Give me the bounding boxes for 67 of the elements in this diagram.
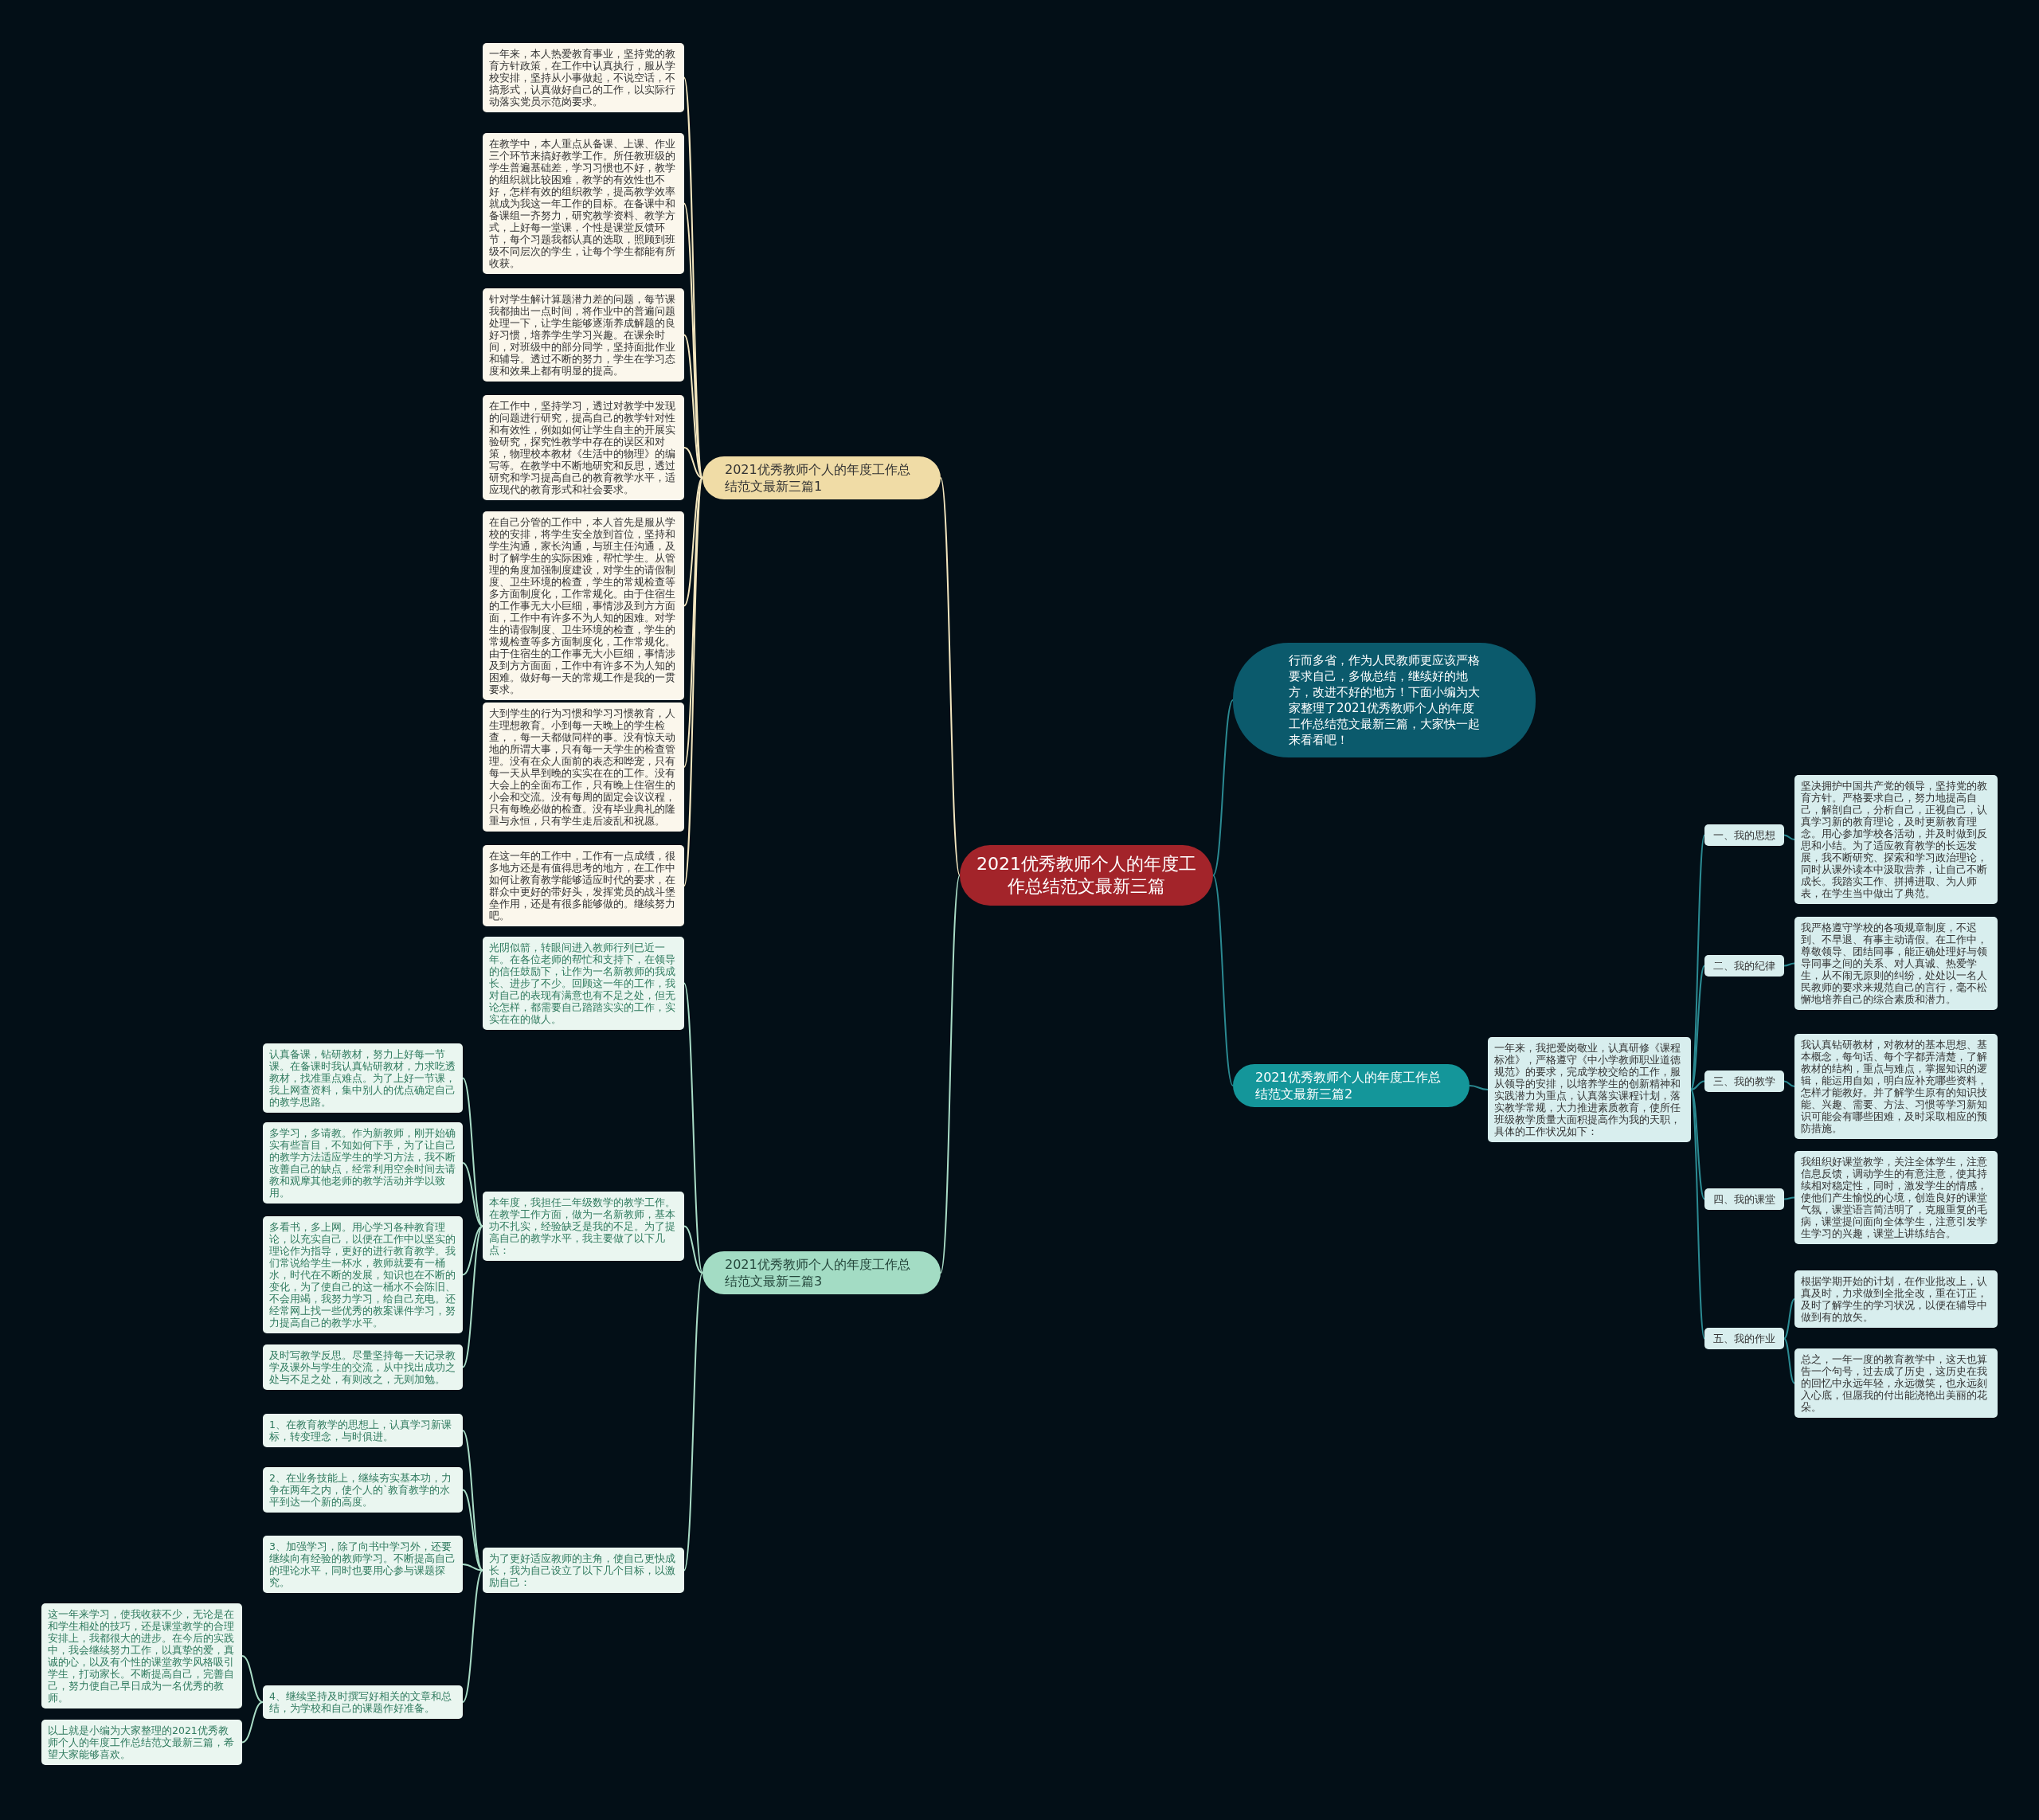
connector-line	[1212, 875, 1234, 1086]
note-card: 一年来，我把爱岗敬业，认真研修《课程标准》，严格遵守《中小学教师职业道德规范》的要求，完成学校交给的工作，服从领导的安排，以培养学生的创新精神和实践潜力为重点，认真落实课程计划，落实教学常规，大力推进素质教育，使所任班级教学质量大面积提高作为我的天职，具体的工作状况如下：	[1488, 1037, 1691, 1142]
connector-line	[1783, 1298, 1795, 1340]
branch-topic: 2021优秀教师个人的年度工作总结范文最新三篇1	[702, 456, 941, 499]
connector-line	[683, 334, 703, 479]
connector-line	[683, 447, 703, 479]
note-card: 多学习，多请教。作为新教师，刚开始确实有些盲目，不知如何下手，为了让自己的教学方法适应学生的学习方法，我不断改善自己的缺点，经常利用空余时间去请教和观摩其他老师的教学活动并学以致用。	[263, 1122, 463, 1204]
note-card: 以上就是小编为大家整理的2021优秀教师个人的年度工作总结范文最新三篇，希望大家能够喜欢。	[41, 1720, 242, 1765]
connector-line	[462, 1430, 483, 1571]
connector-line	[241, 1655, 264, 1703]
connector-line	[1783, 962, 1795, 967]
connector-line	[462, 1225, 483, 1276]
note-card: 4、继续坚持及时撰写好相关的文章和总结，为学校和自己的课题作好准备。	[263, 1685, 463, 1719]
connector-line	[1783, 1080, 1795, 1087]
note-card: 这一年来学习，使我收获不少，无论是在和学生相处的技巧，还是课堂教学的合理安排上，我都很大的进步。在今后的实践中，我会继续努力工作，以真挚的爱，真诚的心，以及有个性的课堂教学风格吸引学生，打动家长。不断提高自己，完善自己，努力使自己早日成为一名优秀的教师。	[41, 1603, 242, 1708]
connector-line	[1212, 699, 1234, 876]
connector-line	[1783, 834, 1795, 840]
heading-tag: 二、我的纪律	[1704, 955, 1784, 977]
connector-line	[683, 477, 703, 607]
connector-line	[1469, 1085, 1489, 1090]
note-card: 在自己分管的工作中，本人首先是服从学校的安排，将学生安全放到首位，坚持和学生沟通，家长沟通，与班主任沟通，及时了解学生的实际困难，帮忙学生。从管理的角度加强制度建设，对学生的请假制度、卫生环境的检查，学生的常规检查等多方面制度化，工作常规化。由于住宿生的工作事无大小巨细，事情涉及到方方面面，工作中有许多不为人知的困难。对学生的请假制度、卫生环境的检查，学生的常规检查等多方面制度化，工作常规化。由于住宿生的工作事无大小巨细，事情涉及到方方面面，工作中有许多不为人知的困难。做好每一天的常规工作是我的一贯要求。	[483, 511, 684, 700]
note-card: 光阴似箭，转眼间进入教师行列已近一年。在各位老师的帮忙和支持下，在领导的信任鼓励下，让作为一名新教师的我成长、进步了不少。回顾这一年的工作，我对自己的表现有满意也有不足之处，但无论怎样，都需要自己踏踏实实的工作，实实在在的做人。	[483, 937, 684, 1030]
connector-line	[462, 1225, 483, 1368]
connector-line	[683, 1225, 703, 1274]
note-card: 2、在业务技能上，继续夯实基本功，力争在两年之内，使个人的`教育教学的水平到达一个新的高度。	[263, 1467, 463, 1513]
note-card: 我严格遵守学校的各项规章制度，不迟到、不早退、有事主动请假。在工作中，尊敬领导、团结同事，能正确处理好与领导同事之间的关系、对人真诚、热爱学生，从不闹无原则的纠纷，处处以一名人民教师的要求来规范自己的言行，毫不松懈地培养自己的综合素质和潜力。	[1794, 917, 1998, 1010]
note-card: 在教学中，本人重点从备课、上课、作业三个环节来搞好教学工作。所任教班级的学生普遍基础差，学习习惯也不好，教学的组织就比较困难，教学的有效性也不好，怎样有效的组织教学，提高教学效率就成为我这一年工作的目标。在备课中和备课组一齐努力，研究教学资料、教学方式，上好每一堂课，个性是课堂反馈环节，每个习题我都认真的选取，照顾到班级不同层次的学生，让每个学生都能有所收获。	[483, 133, 684, 274]
connector-line	[1783, 1337, 1795, 1384]
note-card: 根据学期开始的计划，在作业批改上，认真及时，力求做到全批全改，重在订正，及时了解学生的学习状况，以便在辅导中做到有的放矢。	[1794, 1270, 1998, 1328]
connector-line	[1783, 1196, 1795, 1200]
note-card: 我认真钻研教材，对教材的基本思想、基本概念，每句话、每个字都弄清楚，了解教材的结构，重点与难点，掌握知识的逻辑，能运用自如，明白应补充哪些资料，怎样才能教好。并了解学生原有的知识技能、兴趣、需要、方法、习惯等学习新知识可能会有哪些困难，及时采取相应的预防措施。	[1794, 1034, 1998, 1139]
heading-tag: 三、我的教学	[1704, 1070, 1784, 1092]
connector-line	[462, 1077, 483, 1227]
note-card: 一年来，本人热爱教育事业，坚持党的教育方针政策，在工作中认真执行，服从学校安排，坚持从小事做起，不说空话，不搞形式，认真做好自己的工作，以实际行动落实党员示范岗要求。	[483, 43, 684, 112]
connector-line	[1690, 965, 1705, 1090]
connector-line	[940, 875, 961, 1274]
heading-tag: 五、我的作业	[1704, 1328, 1784, 1349]
heading-tag: 四、我的课堂	[1704, 1188, 1784, 1210]
note-card: 1、在教育教学的思想上，认真学习新课标，转变理念，与时俱进。	[263, 1414, 463, 1447]
branch-topic: 2021优秀教师个人的年度工作总结范文最新三篇3	[702, 1251, 941, 1294]
connector-line	[462, 1489, 483, 1571]
note-card: 我组织好课堂教学，关注全体学生，注意信息反馈，调动学生的有意注意，使其持续相对稳定性，同时，激发学生的情感，使他们产生愉悦的心境，创造良好的课堂气氛，课堂语言简洁明了，克服重复的毛病，课堂提问面向全体学生，注意引发学生学习的兴趣，课堂上讲练结合。	[1794, 1151, 1998, 1244]
note-card: 大到学生的行为习惯和学习习惯教育，人生理想教育。小到每一天晚上的学生检查，，每一天都做同样的事。没有惊天动地的所谓大事，只有每一天学生的检查管理。没有在众人面前的表态和哗宠，只有每一天从早到晚的实实在在的工作。没有大会上的全面布工作，只有晚上住宿生的小会和交流。没有每周的固定会议议程，只有每晚必做的检查。没有毕业典礼的隆重与永恒，只有学生走后凌乱和祝愿。	[483, 703, 684, 832]
connector-line	[1690, 1089, 1705, 1200]
note-card: 在工作中，坚持学习，透过对教学中发现的问题进行研究，提高自己的教学针对性和有效性，例如如何让学生自主的开展实验研究，探究性教学中存在的误区和对策，物理校本教材《生活中的物理》的编写等。在教学中不断地研究和反思，透过研究和学习提高自己的教育教学水平，适应现代的教育形式和社会要求。	[483, 395, 684, 500]
central-topic: 2021优秀教师个人的年度工作总结范文最新三篇	[960, 845, 1213, 906]
connector-line	[462, 1569, 483, 1703]
branch-topic: 2021优秀教师个人的年度工作总结范文最新三篇2	[1233, 1064, 1470, 1107]
connector-line	[241, 1701, 264, 1744]
note-card: 为了更好适应教师的主角，使自己更快成长，我为自己设立了以下几个目标，以激励自己：	[483, 1548, 684, 1593]
connector-line	[683, 1272, 703, 1571]
note-card: 3、加强学习，除了向书中学习外，还要继续向有经验的教师学习。不断提高自己的理论水平，同时也要用心参与课题探究。	[263, 1536, 463, 1593]
note-card: 总之，一年一度的教育教学中，这天也算告一个句号，过去成了历史，这历史在我的回忆中永远年轻，永远微笑，也永远刻入心底，但愿我的付出能浇艳出美丽的花朵。	[1794, 1348, 1998, 1418]
note-card: 针对学生解计算题潜力差的问题，每节课我都抽出一点时间，将作业中的普遍问题处理一下，让学生能够逐渐养成解题的良好习惯，培养学生学习兴趣。在课余时间，对班级中的部分同学，坚持面批作业和辅导。透过不断的努力，学生在学习态度和效果上都有明显的提高。	[483, 288, 684, 382]
intro-bubble: 行而多省，作为人民教师更应该严格要求自己，多做总结，继续好的地方，改进不好的地方！下面小编为大家整理了2021优秀教师个人的年度工作总结范文最新三篇，大家快一起来看看吧！	[1233, 643, 1536, 757]
connector-line	[462, 1162, 483, 1227]
note-card: 及时写教学反思。尽量坚持每一天记录教学及课外与学生的交流，从中找出成功之处与不足之处，有则改之，无则加勉。	[263, 1344, 463, 1390]
note-card: 认真备课，钻研教材，努力上好每一节课。在备课时我认真钻研教材，力求吃透教材，找准重点难点。为了上好一节课，我上网查资料，集中别人的优点确定自己的教学思路。	[263, 1043, 463, 1113]
connector-line	[462, 1564, 483, 1571]
note-card: 在这一年的工作中，工作有一点成绩，很多地方还是有值得思考的地方，在工作中如何让教育教学能够适应时代的要求，在群众中更好的带好头，发挥党员的战斗堡垒作用，还是有很多能够做的。继续努力吧。	[483, 845, 684, 926]
connector-line	[940, 477, 961, 876]
heading-tag: 一、我的思想	[1704, 824, 1784, 846]
connector-line	[683, 982, 703, 1274]
note-card: 多看书，多上网。用心学习各种教育理论，以充实自己，以便在工作中以坚实的理论作为指导，更好的进行教育教学。我们常说给学生一杯水，教师就要有一桶水，时代在不断的发展，知识也在不断的变化，为了使自己的这一桶水不会陈旧、不会用竭，我努力学习，给自己充电。还经常网上找一些优秀的教案课件学习，努力提高自己的教学水平。	[263, 1216, 463, 1333]
connector-line	[1690, 1080, 1705, 1090]
note-card: 本年度，我担任二年级数学的教学工作。在教学工作方面，做为一名新教师，基本功不扎实，经验缺乏是我的不足。为了提高自己的教学水平，我主要做了以下几点：	[483, 1192, 684, 1261]
note-card: 坚决拥护中国共产党的领导，坚持党的教育方针。严格要求自己，努力地提高自己，解剖自己，分析自己，正视自己，认真学习新的教育理论，及时更新教育理念。用心参加学校各活动，并及时做到反思和小结。为了适应教育教学的长远发展，我不断研究、探索和学习政治理论，同时从课外读本中汲取营养，让自己不断成长。我踏实工作、拼搏进取、为人师表，在学生当中做出了典范。	[1794, 775, 1998, 904]
